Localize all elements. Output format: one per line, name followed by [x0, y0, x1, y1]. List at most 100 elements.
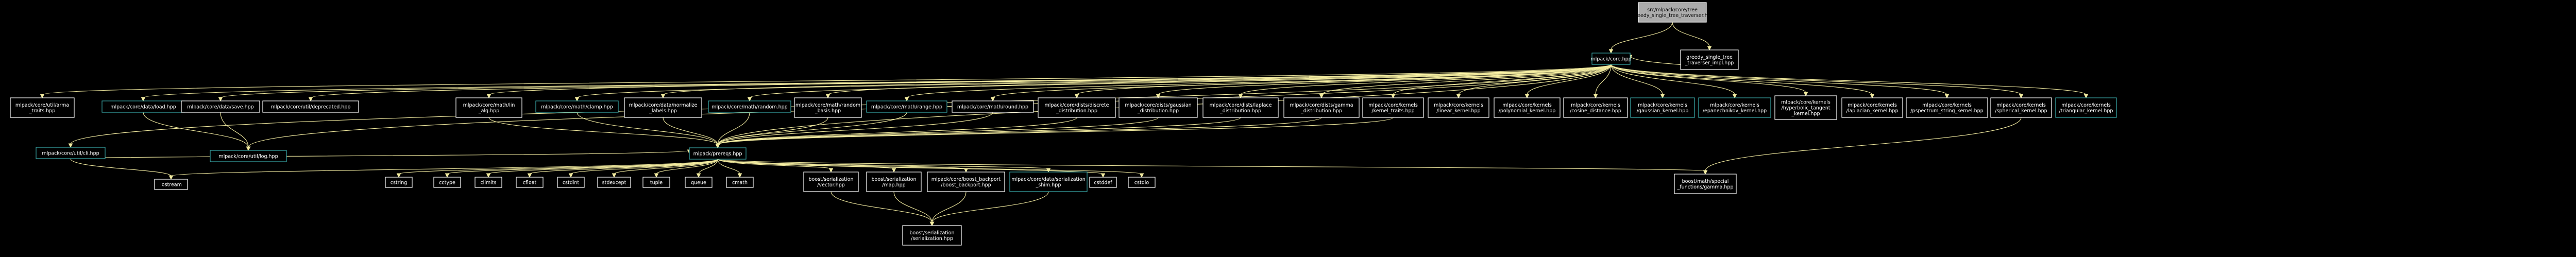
- node-box: [1428, 97, 1489, 118]
- node-label: _kernel.hpp: [1791, 111, 1820, 117]
- edge-core-to-random: [747, 64, 1612, 102]
- node-label: mlpack/core.hpp: [1590, 57, 1631, 62]
- node-random[interactable]: mlpack/core/math/random.hpp: [708, 100, 791, 113]
- node-ser-map[interactable]: boost/serialization/map.hpp: [866, 172, 922, 192]
- node-gaussian-dist[interactable]: mlpack/core/dists/gaussian_distribution.…: [1118, 97, 1198, 118]
- node-label: cctype: [439, 180, 455, 186]
- node-box: [474, 177, 502, 188]
- node-prereqs[interactable]: mlpack/prereqs.hpp: [689, 147, 747, 160]
- node-cctype[interactable]: cctype: [433, 177, 461, 188]
- node-ser-serialization[interactable]: boost/serialization/serialization.hpp: [902, 225, 962, 246]
- edge-prereqs-to-boost_backport: [717, 159, 969, 173]
- node-box: [1630, 97, 1695, 118]
- node-polynomial[interactable]: mlpack/core/kernels/polynomial_kernel.hp…: [1494, 97, 1561, 118]
- node-pspectrum[interactable]: mlpack/core/kernels/pspectrum_string_ker…: [1906, 97, 1988, 118]
- node-ser-shim[interactable]: mlpack/core/data/serialization_shim.hpp: [1009, 172, 1088, 192]
- node-gaussian-kernel[interactable]: mlpack/core/kernels/gaussian_kernel.hpp: [1630, 97, 1695, 118]
- node-label: _alg.hpp: [478, 108, 499, 114]
- header-nodes: src/mlpack/core/tree/greedy_single_tree_…: [10, 2, 2117, 246]
- node-cli[interactable]: mlpack/core/util/cli.hpp: [36, 147, 106, 159]
- edge-core-to-laplacian: [1611, 64, 1875, 99]
- node-gamma-boost[interactable]: boost/math/special_functions/gamma.hpp: [1674, 174, 1737, 194]
- node-root[interactable]: src/mlpack/core/tree/greedy_single_tree_…: [1631, 2, 1714, 23]
- node-gamma-dist[interactable]: mlpack/core/dists/gamma_distribution.hpp: [1283, 97, 1360, 118]
- edge-core-to-polynomial: [1524, 64, 1612, 99]
- node-boost-backport[interactable]: mlpack/core/boost_backport/boost_backpor…: [927, 172, 1005, 192]
- node-label: boost/math/special: [1682, 179, 1729, 184]
- node-box: [535, 100, 619, 113]
- node-label: mlpack/core/kernels: [1922, 102, 1972, 108]
- node-stdexcept[interactable]: stdexcept: [597, 177, 631, 188]
- edge-random_basis-to-prereqs: [715, 117, 828, 149]
- node-cstdint[interactable]: cstdint: [557, 177, 585, 188]
- node-label: mlpack/core/math/lin: [463, 102, 515, 108]
- node-cmath[interactable]: cmath: [726, 177, 754, 188]
- node-cstdio[interactable]: cstdio: [1128, 177, 1156, 188]
- node-laplacian[interactable]: mlpack/core/kernels/laplacian_kernel.hpp: [1841, 97, 1903, 118]
- node-label: src/mlpack/core/tree: [1647, 7, 1698, 13]
- node-label: /pspectrum_string_kernel.hpp: [1910, 108, 1983, 114]
- node-impl[interactable]: greedy_single_tree_traverser_impl.hpp: [1680, 49, 1739, 70]
- node-cosine[interactable]: mlpack/core/kernels/cosine_distance.hpp: [1563, 97, 1628, 118]
- node-discrete[interactable]: mlpack/core/dists/discrete_distribution.…: [1038, 97, 1116, 118]
- edge-core-to-cosine: [1593, 64, 1612, 99]
- node-deprecated[interactable]: mlpack/core/util/deprecated.hpp: [262, 100, 359, 113]
- node-normalize[interactable]: mlpack/core/data/normalize_labels.hpp: [624, 97, 702, 118]
- node-hyperbolic[interactable]: mlpack/core/kernels/hyperbolic_tangent_k…: [1774, 95, 1837, 120]
- node-label: mlpack/core/util/deprecated.hpp: [271, 105, 351, 110]
- node-spherical[interactable]: mlpack/core/kernels/spherical_kernel.hpp: [1990, 97, 2052, 118]
- node-label: mlpack/core/math/clamp.hpp: [541, 105, 613, 110]
- node-cfloat[interactable]: cfloat: [516, 177, 544, 188]
- node-label: _traits.hpp: [29, 108, 56, 114]
- node-linear-kernel[interactable]: mlpack/core/kernels/linear_kernel.hpp: [1428, 97, 1489, 118]
- node-label: mlpack/core/data/load.hpp: [110, 105, 176, 110]
- node-box: [1698, 97, 1771, 118]
- node-box: [455, 97, 522, 118]
- node-label: /serialization.hpp: [911, 236, 953, 242]
- node-cstddef[interactable]: cstddef: [1089, 177, 1117, 188]
- node-label: mlpack/core/kernels: [1434, 102, 1483, 108]
- edge-prereqs-to-gamma_boost: [717, 159, 1708, 175]
- node-arma-traits[interactable]: mlpack/core/util/arma_traits.hpp: [10, 97, 75, 118]
- node-label: /cosine_distance.hpp: [1570, 108, 1621, 114]
- node-round[interactable]: mlpack/core/math/round.hpp: [952, 100, 1034, 113]
- node-log[interactable]: mlpack/core/util/log.hpp: [210, 150, 287, 162]
- node-box: [210, 150, 287, 162]
- node-queue[interactable]: queue: [685, 177, 713, 188]
- node-box: [262, 100, 359, 113]
- node-load[interactable]: mlpack/core/data/load.hpp: [101, 100, 185, 113]
- edge-core-to-deprecated: [308, 64, 1612, 102]
- node-label: mlpack/core/math/round.hpp: [957, 105, 1028, 110]
- node-climits[interactable]: climits: [474, 177, 502, 188]
- node-iostream[interactable]: iostream: [154, 179, 188, 190]
- node-box: [803, 172, 859, 192]
- node-cstring[interactable]: cstring: [385, 177, 413, 188]
- node-triangular[interactable]: mlpack/core/kernels/triangular_kernel.hp…: [2055, 97, 2117, 118]
- node-label: /triangular_kernel.hpp: [2059, 108, 2113, 114]
- edge-prereqs-to-cmath: [717, 159, 742, 178]
- node-kernel-traits[interactable]: mlpack/core/kernels/kernel_traits.hpp: [1362, 97, 1424, 118]
- node-save[interactable]: mlpack/core/data/save.hpp: [181, 100, 260, 113]
- node-box: [1283, 97, 1360, 118]
- node-label: mlpack/core/math/random.hpp: [711, 105, 787, 110]
- edge-prereqs-to-ser_shim: [717, 159, 1051, 173]
- edge-load-to-log: [143, 112, 251, 151]
- node-tuple[interactable]: tuple: [642, 177, 670, 188]
- node-box: [385, 177, 413, 188]
- node-label: _distribution.hpp: [1300, 108, 1342, 114]
- node-box: [1674, 174, 1737, 194]
- node-box: [1563, 97, 1628, 118]
- node-laplace[interactable]: mlpack/core/dists/laplace_distribution.h…: [1202, 97, 1279, 118]
- node-core[interactable]: mlpack/core.hpp: [1590, 53, 1632, 65]
- node-label: mlpack/core/util/arma: [15, 102, 69, 108]
- node-box: [36, 147, 106, 159]
- node-clamp[interactable]: mlpack/core/math/clamp.hpp: [535, 100, 619, 113]
- node-box: [2055, 97, 2117, 118]
- node-random-basis[interactable]: mlpack/core/math/random_basis.hpp: [794, 97, 862, 118]
- node-box: [516, 177, 544, 188]
- node-lin-alg[interactable]: mlpack/core/math/lin_alg.hpp: [455, 97, 522, 118]
- node-range[interactable]: mlpack/core/math/range.hpp: [866, 100, 947, 113]
- node-epanechnikov[interactable]: mlpack/core/kernels/epanechnikov_kernel.…: [1698, 97, 1771, 118]
- node-ser-vector[interactable]: boost/serialization/vector.hpp: [803, 172, 859, 192]
- node-box: [726, 177, 754, 188]
